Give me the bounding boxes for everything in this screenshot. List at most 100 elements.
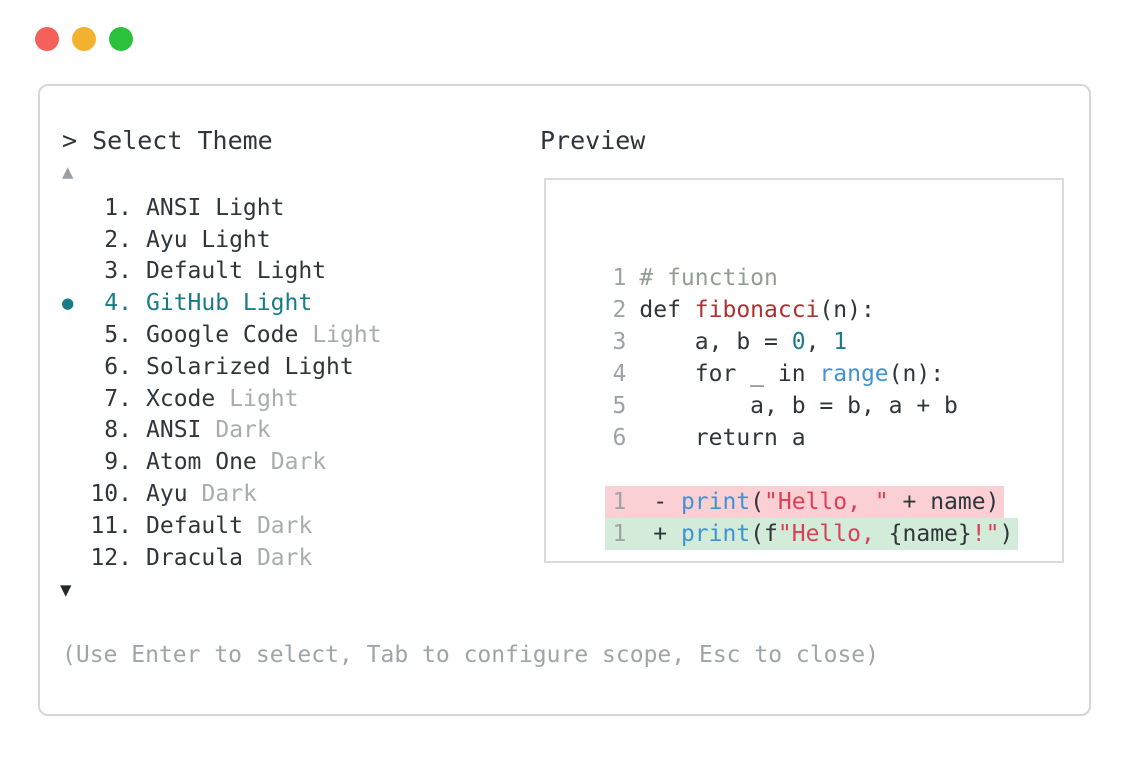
- code-token: {name}: [888, 521, 972, 547]
- code-line: 6 return a: [550, 390, 1062, 451]
- item-number: 7.: [104, 385, 132, 412]
- code-token: (: [750, 489, 765, 515]
- keyboard-hint: (Use Enter to select, Tab to configure s…: [62, 642, 879, 668]
- item-name: GitHub Light: [146, 290, 313, 317]
- item-number: 9.: [104, 449, 132, 476]
- item-variant: Light: [312, 322, 382, 349]
- item-variant: Dark: [201, 481, 257, 508]
- code-token: +: [639, 521, 681, 547]
- item-number: 10.: [90, 481, 132, 508]
- theme-list: 1. ANSI Light 2. Ayu Light 3. Default Li…: [62, 192, 382, 574]
- theme-list-item[interactable]: 10. Ayu Dark: [62, 478, 382, 510]
- code-chunk: 1# function: [605, 262, 782, 294]
- code-token: a, b = b, a + b: [639, 393, 958, 419]
- code-token: + name): [888, 489, 1000, 515]
- line-number: 1: [612, 489, 627, 515]
- item-variant: Dark: [270, 449, 327, 476]
- code-token: for _ in: [639, 361, 820, 387]
- item-name: Atom One: [146, 449, 257, 476]
- line-number: 6: [612, 425, 627, 451]
- item-variant: Dark: [256, 512, 313, 539]
- item-number: 12.: [90, 544, 132, 571]
- code-token: return a: [639, 425, 806, 451]
- item-number: 1.: [104, 194, 132, 221]
- theme-picker-window: > Select Theme Preview ▲ 1. ANSI Light 2…: [38, 84, 1091, 716]
- line-number: 5: [612, 393, 627, 419]
- item-number: 5.: [104, 322, 132, 349]
- item-name: ANSI Light: [146, 194, 285, 221]
- code-chunk: 2 def fibonacci(n):: [605, 294, 879, 326]
- theme-list-item[interactable]: 8. ANSI Dark: [62, 415, 382, 447]
- code-token: (f: [750, 521, 778, 547]
- code-token: fibonacci: [694, 297, 820, 323]
- close-button[interactable]: [35, 27, 59, 51]
- code-token: a, b =: [639, 329, 792, 355]
- code-token: print: [680, 521, 751, 547]
- code-chunk: 1 + print(f"Hello, {name}!"): [605, 518, 1019, 550]
- code-token: ): [999, 521, 1014, 547]
- item-number: 6.: [104, 353, 132, 380]
- theme-list-item[interactable]: 1. ANSI Light: [62, 192, 382, 224]
- theme-list-item[interactable]: 5. Google Code Light: [62, 319, 382, 351]
- code-token: !": [971, 521, 1000, 547]
- minimize-button[interactable]: [72, 27, 96, 51]
- selected-bullet: ●: [62, 292, 74, 315]
- theme-list-item[interactable]: 6. Solarized Light: [62, 351, 382, 383]
- code-line: 2 def fibonacci(n):: [550, 262, 1062, 323]
- item-number: 4.: [104, 290, 132, 317]
- item-number: 8.: [104, 417, 132, 444]
- line-number: 3: [612, 329, 627, 355]
- code-token: # function: [639, 265, 778, 291]
- code-token: print: [680, 489, 751, 515]
- theme-list-item[interactable]: 3. Default Light: [62, 256, 382, 288]
- item-name: Ayu Light: [146, 226, 271, 253]
- code-token: (n):: [819, 297, 875, 323]
- code-chunk: 1 - print("Hello, " + name): [605, 486, 1005, 518]
- window-controls: [35, 27, 133, 51]
- code-chunk: 6 return a: [605, 422, 810, 454]
- item-name: Ayu: [146, 481, 188, 508]
- code-chunk: 3 a, b = 0, 1: [605, 326, 852, 358]
- item-name: ANSI: [146, 417, 202, 444]
- item-number: 2.: [104, 226, 132, 253]
- theme-list-item[interactable]: 12. Dracula Dark: [62, 542, 382, 574]
- item-variant: Light: [229, 385, 299, 412]
- code-line: 3 a, b = 0, 1: [550, 294, 1062, 355]
- code-token: (n):: [888, 361, 945, 387]
- line-number: 1: [612, 521, 627, 547]
- item-number: 3.: [104, 258, 132, 285]
- theme-list-item[interactable]: ● 4. GitHub Light: [62, 287, 382, 319]
- code-token: ,: [805, 329, 834, 355]
- item-variant: Dark: [215, 417, 271, 444]
- scroll-down-icon[interactable]: ▼: [60, 579, 72, 601]
- code-token: def: [639, 297, 695, 323]
- line-number: 2: [612, 297, 627, 323]
- item-variant: Dark: [256, 544, 313, 571]
- code-line: 1 - print("Hello, " + name): [550, 454, 1062, 518]
- code-token: 0: [791, 329, 806, 355]
- scroll-up-icon[interactable]: ▲: [62, 161, 74, 183]
- item-name: Dracula: [146, 544, 243, 571]
- code-chunk: 4 for _ in range(n):: [605, 358, 949, 390]
- code-token: -: [639, 489, 681, 515]
- item-name: Solarized Light: [146, 353, 354, 380]
- item-name: Default Light: [146, 258, 327, 285]
- code-token: "Hello, ": [764, 489, 889, 515]
- maximize-button[interactable]: [109, 27, 133, 51]
- code-token: range: [819, 361, 889, 387]
- theme-list-item[interactable]: 11. Default Dark: [62, 510, 382, 542]
- theme-list-item[interactable]: 2. Ayu Light: [62, 224, 382, 256]
- preview-title: Preview: [540, 126, 646, 155]
- item-name: Default: [146, 512, 243, 539]
- code-line: 1 + print(f"Hello, {name}!"): [550, 486, 1062, 550]
- code-line: 1# function: [550, 230, 1062, 291]
- code-chunk: [605, 454, 631, 486]
- code-token: 1: [833, 329, 848, 355]
- code-line: 5 a, b = b, a + b: [550, 358, 1062, 419]
- item-name: Google Code: [146, 322, 299, 349]
- theme-list-item[interactable]: 9. Atom One Dark: [62, 446, 382, 478]
- item-number: 11.: [90, 512, 132, 539]
- theme-list-item[interactable]: 7. Xcode Light: [62, 383, 382, 415]
